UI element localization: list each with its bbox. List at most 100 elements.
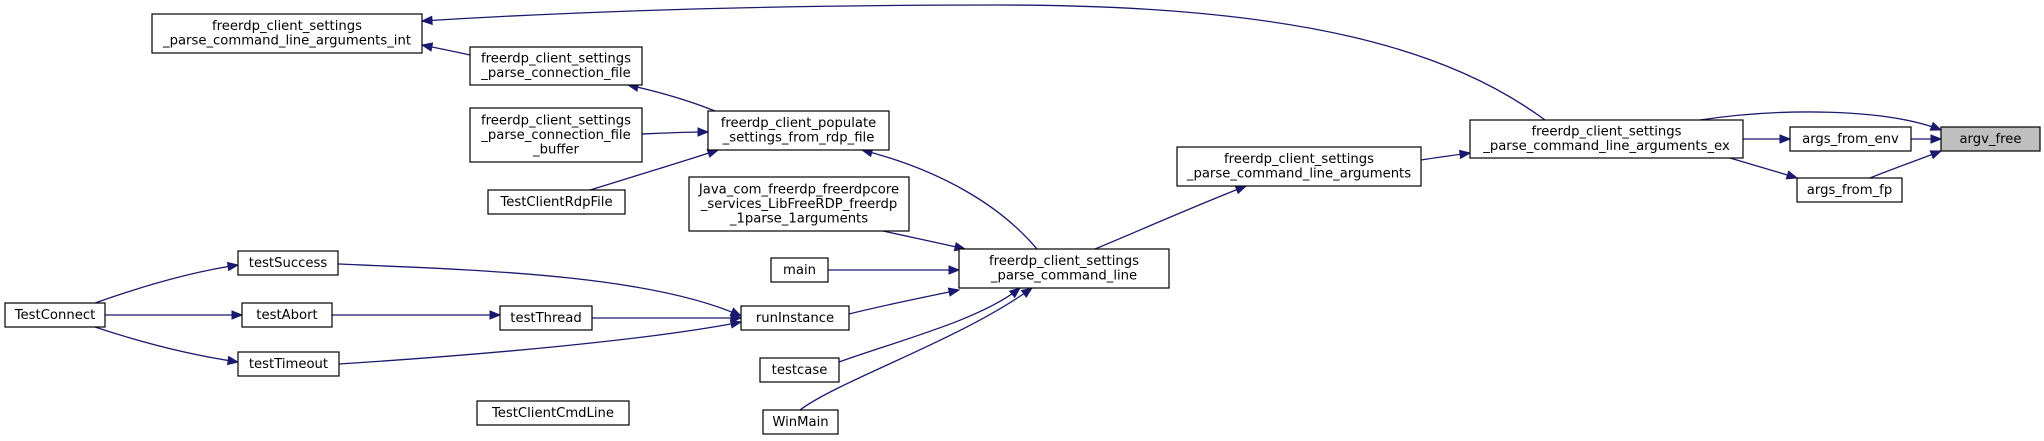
node-java-parse-args[interactable]: Java_com_freerdp_freerdpcore_services_Li… [688, 176, 910, 232]
node-parse-cmdline-args[interactable]: freerdp_client_settings_parse_command_li… [1176, 146, 1422, 187]
arrowhead-icon [1785, 170, 1799, 180]
node-parse-cmdline-args-int[interactable]: freerdp_client_settings_parse_command_li… [151, 13, 423, 54]
node-label-line: testThread [510, 311, 581, 326]
node-box [759, 357, 840, 383]
arrowhead-icon [697, 127, 710, 137]
node-label-line: WinMain [772, 415, 828, 430]
node-label-line: freerdp_client_settings [989, 254, 1139, 269]
edge-line [799, 287, 1033, 411]
node-parse-connection-file[interactable]: freerdp_client_settings_parse_connection… [469, 46, 643, 86]
node-label-line: freerdp_client_settings [481, 113, 631, 128]
node-label-line: args_from_env [1802, 132, 1899, 147]
node-box [476, 400, 630, 426]
node-label-line: _1parse_1arguments [729, 211, 868, 226]
node-label-line: freerdp_client_settings [481, 52, 631, 67]
node-parse-command-line[interactable]: freerdp_client_settings_parse_command_li… [958, 248, 1170, 289]
edge-parse_cmdline_args_ex-to-args_from_fp [1729, 157, 1799, 180]
node-test-success[interactable]: testSuccess [237, 250, 339, 276]
arrowhead-icon [489, 310, 502, 320]
node-box [762, 409, 839, 435]
node-box [469, 107, 643, 163]
arrowhead-icon [1779, 134, 1792, 144]
node-box [1176, 146, 1422, 187]
edge-test_abort-to-test_thread [332, 310, 502, 320]
edge-java_parse_args-to-parse_command_line [882, 230, 967, 252]
node-test-timeout[interactable]: testTimeout [237, 351, 340, 377]
node-label-line: _parse_command_line_arguments_int [162, 34, 411, 49]
node-testcase[interactable]: testcase [759, 357, 840, 383]
arrowhead-icon [1234, 185, 1248, 195]
node-winmain[interactable]: WinMain [762, 409, 839, 435]
edge-test_client_rdp_file-to-populate_settings [589, 148, 720, 191]
arrowhead-icon [420, 15, 433, 26]
edge-parse_cmdline_args-to-parse_cmdline_args_ex [1420, 149, 1472, 161]
node-args-from-fp[interactable]: args_from_fp [1796, 177, 1903, 203]
node-test-abort[interactable]: testAbort [241, 302, 333, 328]
node-label-line: TestConnect [14, 308, 96, 323]
edge-test_thread-to-run_instance [592, 313, 743, 323]
arrowhead-icon [420, 42, 434, 52]
nodes-layer: argv_freeargs_from_envargs_from_fpfreerd… [4, 13, 2041, 435]
node-box [151, 13, 423, 54]
node-box [241, 302, 333, 328]
edge-test_connect-to-test_success [94, 261, 240, 304]
node-label-line: main [783, 263, 816, 278]
node-box [958, 248, 1170, 289]
edge-line [337, 263, 742, 317]
node-label-line: argv_free [1959, 132, 2021, 147]
edge-testcase-to-parse_command_line [838, 287, 1022, 363]
node-test-connect[interactable]: TestConnect [4, 302, 106, 328]
node-box [499, 305, 593, 331]
node-test-client-rdp-file[interactable]: TestClientRdpFile [487, 189, 626, 215]
node-label-line: Java_com_freerdp_freerdpcore [698, 182, 899, 197]
node-label-line: _parse_connection_file [480, 66, 630, 81]
edge-line [882, 230, 966, 250]
node-main[interactable]: main [770, 257, 829, 283]
edge-test_connect-to-test_timeout [94, 326, 240, 366]
edge-main-to-parse_command_line [828, 265, 961, 275]
node-label-line: _settings_from_rdp_file [722, 131, 875, 146]
node-populate-settings[interactable]: freerdp_client_populate_settings_from_rd… [707, 110, 890, 151]
node-parse-connection-file-buffer[interactable]: freerdp_client_settings_parse_connection… [469, 107, 643, 163]
node-test-client-cmdline[interactable]: TestClientCmdLine [476, 400, 630, 426]
edges-layer [94, 4, 1943, 411]
edge-args_from_env-to-argv_free [1911, 134, 1943, 144]
arrowhead-icon [226, 261, 240, 272]
arrowhead-icon [1929, 121, 1943, 131]
arrowhead-icon [1020, 287, 1034, 298]
edge-args_from_fp-to-argv_free [1869, 150, 1943, 179]
edge-line [421, 4, 1546, 121]
edge-line [848, 289, 960, 315]
node-label-line: _parse_command_line_arguments_ex [1482, 139, 1730, 154]
node-box [707, 110, 890, 151]
edge-line [861, 149, 1038, 250]
edge-line [1094, 185, 1247, 250]
node-label-line: freerdp_client_settings [1224, 152, 1374, 167]
node-box [4, 302, 106, 328]
edge-parse_connection_file_buffer-to-populate_settings [641, 127, 710, 137]
node-label-line: TestClientRdpFile [499, 195, 612, 210]
edge-line [589, 149, 719, 191]
node-args-from-env[interactable]: args_from_env [1789, 126, 1912, 152]
node-label-line: TestClientCmdLine [491, 406, 614, 421]
node-label-line: freerdp_client_settings [212, 19, 362, 34]
node-box [237, 250, 339, 276]
node-label-line: freerdp_client_settings [1532, 125, 1682, 140]
edge-test_connect-to-test_abort [105, 310, 244, 320]
edge-test_success-to-run_instance [337, 263, 743, 317]
node-run-instance[interactable]: runInstance [740, 305, 850, 331]
edge-populate_settings-to-parse_connection_file [626, 82, 716, 112]
node-label-line: _parse_command_line_arguments [1186, 167, 1411, 182]
node-argv-free[interactable]: argv_free [1940, 126, 2041, 152]
edge-line [838, 287, 1021, 363]
node-box [469, 46, 643, 86]
node-box [237, 351, 340, 377]
node-parse-cmdline-args-ex[interactable]: freerdp_client_settings_parse_command_li… [1469, 119, 1744, 159]
node-label-line: _parse_connection_file [480, 128, 630, 143]
node-box [1469, 119, 1744, 159]
edge-parse_command_line-to-parse_cmdline_args [1094, 185, 1248, 250]
node-test-thread[interactable]: testThread [499, 305, 593, 331]
arrowhead-icon [730, 313, 743, 323]
edge-line [338, 321, 742, 365]
